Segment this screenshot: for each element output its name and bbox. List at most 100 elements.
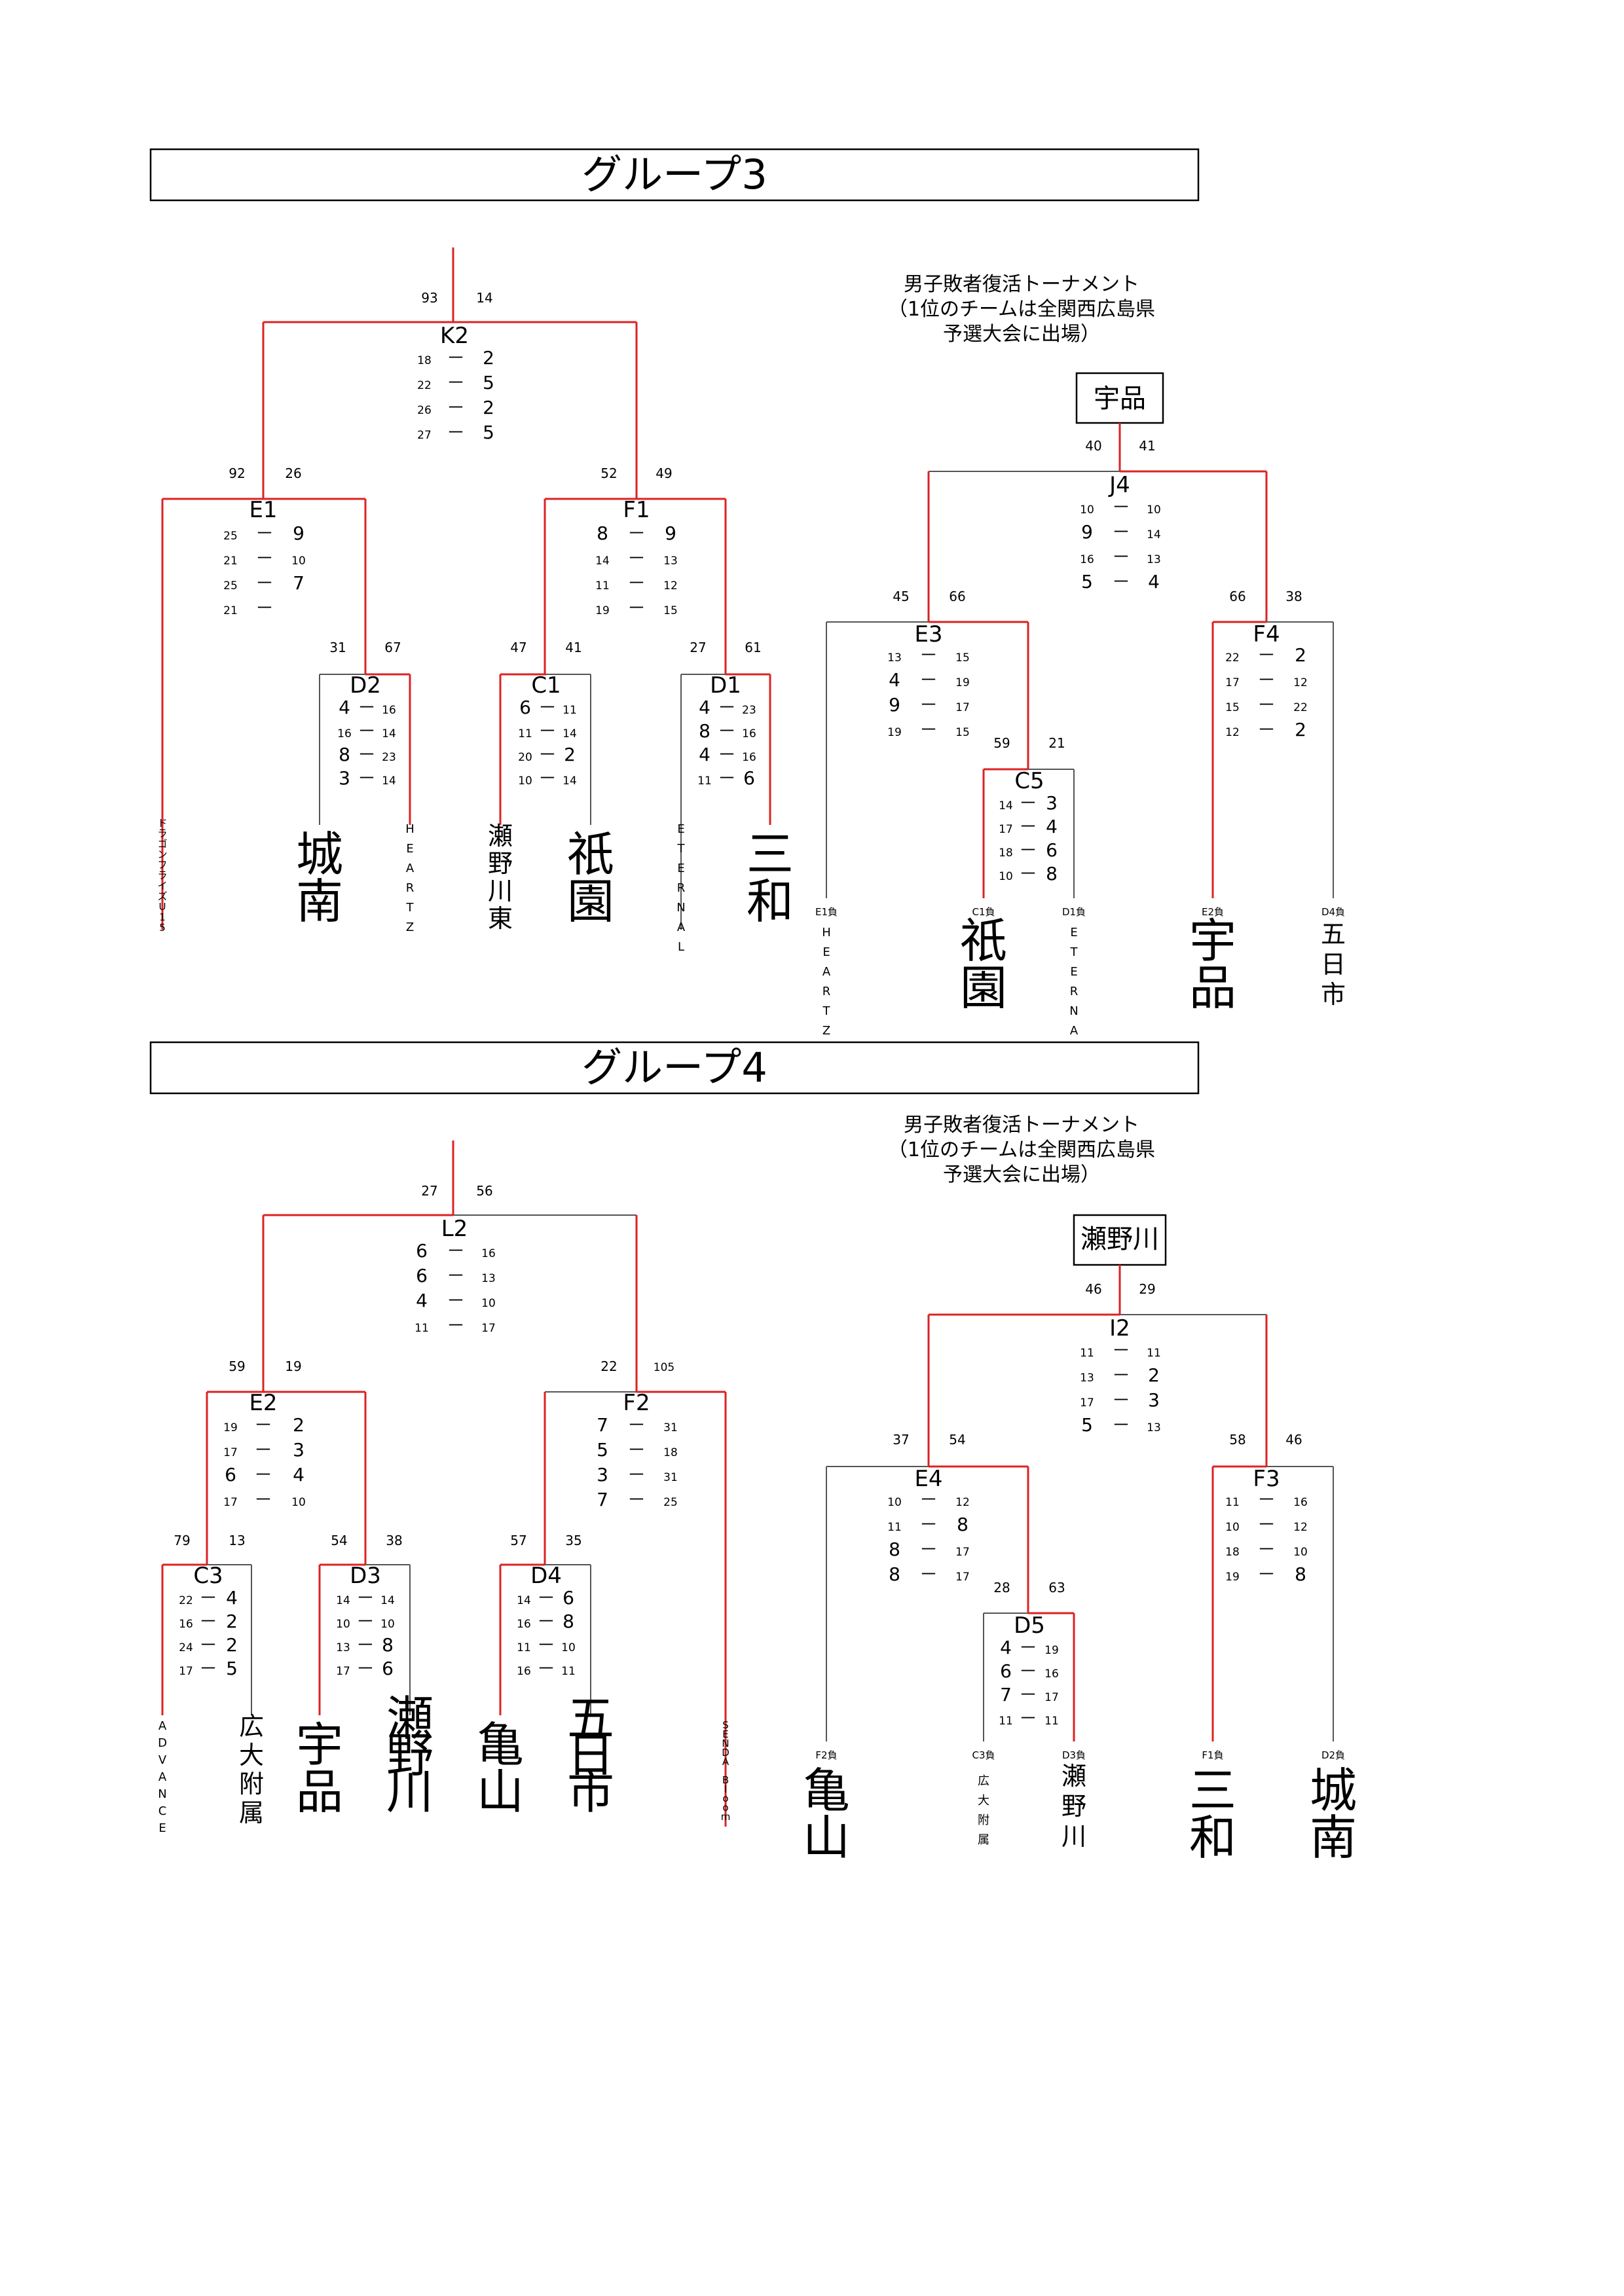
slot-label: E2負 (1202, 906, 1224, 918)
set-score-left: 11 (887, 1521, 902, 1534)
note-line: 男子敗者復活トーナメント (904, 273, 1139, 296)
set-score-right: 10 (1293, 1546, 1308, 1559)
set-score-right: 14 (380, 1594, 395, 1607)
set-score-left: 25 (223, 579, 238, 592)
set-dash: － (1112, 521, 1130, 543)
set-score-right: 4 (1046, 816, 1058, 837)
set-score-right: 17 (955, 1571, 970, 1584)
set-score-left: 17 (1225, 676, 1240, 689)
set-score-left: 17 (999, 823, 1013, 836)
set-score-right: 16 (1293, 1496, 1308, 1509)
set-score-left: 8 (889, 1539, 900, 1560)
set-score-left: 14 (595, 555, 610, 568)
set-score-left: 4 (699, 744, 710, 765)
set-dash: － (538, 697, 557, 718)
set-dash: － (199, 1658, 217, 1679)
set-score-right: 10 (481, 1297, 496, 1310)
set-dash: － (627, 1489, 646, 1510)
set-dash: － (254, 1464, 272, 1485)
group-title-box (149, 148, 1200, 202)
slot-label: D1負 (1062, 906, 1086, 918)
set-score-left: 8 (339, 744, 350, 765)
set-score-right: 2 (226, 1634, 238, 1656)
set-score-left: 26 (417, 404, 432, 417)
set-score-right: 31 (663, 1471, 678, 1484)
score: 19 (285, 1358, 301, 1374)
root-score: 29 (1139, 1281, 1155, 1297)
match-id: C1 (531, 672, 561, 699)
set-score-right: 2 (483, 397, 494, 418)
set-dash: － (1257, 669, 1276, 691)
set-dash: － (254, 1414, 272, 1436)
set-score-left: 16 (517, 1618, 531, 1631)
set-score-right: 19 (955, 676, 970, 689)
set-score-left: 17 (1080, 1396, 1094, 1410)
set-score-left: 20 (518, 751, 532, 764)
set-score-right: 14 (382, 774, 396, 788)
score: 13 (229, 1533, 245, 1548)
set-score-right: 14 (382, 727, 396, 740)
set-dash: － (447, 372, 465, 393)
set-score-right: 14 (563, 774, 577, 788)
set-dash: － (919, 669, 938, 691)
set-dash: － (919, 1489, 938, 1510)
set-score-left: 19 (1225, 1571, 1240, 1584)
set-score-right: 17 (955, 701, 970, 714)
set-score-right: 13 (481, 1272, 496, 1285)
set-score-left: 11 (1080, 1347, 1094, 1360)
set-dash: － (255, 522, 274, 544)
set-score-right: 8 (563, 1611, 574, 1632)
set-score-right: 12 (1293, 1521, 1308, 1534)
set-dash: － (1112, 1339, 1130, 1361)
set-dash: － (919, 694, 938, 716)
set-score-right: 17 (481, 1322, 496, 1335)
set-dash: － (919, 1539, 938, 1560)
match-id: F3 (1253, 1466, 1280, 1492)
set-score-right: 2 (564, 744, 576, 765)
set-score-left: 19 (595, 604, 610, 617)
set-score-right: 16 (742, 751, 756, 764)
set-score-right: 18 (663, 1446, 678, 1459)
set-score-left: 10 (1225, 1521, 1240, 1534)
set-dash: － (627, 572, 646, 594)
score: 52 (600, 465, 617, 481)
set-score-left: 19 (887, 726, 902, 739)
set-score-right: 3 (1046, 792, 1058, 814)
root-score: 14 (476, 290, 492, 306)
score: 26 (285, 465, 301, 481)
match-id: E1 (249, 497, 277, 523)
set-score-right: 11 (561, 1665, 576, 1678)
set-dash: － (1019, 863, 1037, 884)
set-score-left: 17 (223, 1446, 238, 1459)
set-dash: － (537, 1634, 555, 1656)
score: 35 (565, 1533, 581, 1548)
group-title: グループ3 (581, 151, 767, 198)
match-id: E4 (914, 1466, 942, 1492)
match-id: D2 (350, 672, 381, 699)
set-score-right: 13 (663, 555, 678, 568)
set-score-right: 16 (742, 727, 756, 740)
set-score-right: 2 (1295, 644, 1306, 666)
set-score-left: 4 (1000, 1637, 1012, 1658)
score: 31 (329, 640, 346, 655)
set-dash: － (1257, 644, 1276, 666)
slot-label: D3負 (1062, 1749, 1086, 1761)
team-name: 亀山 (477, 1717, 524, 1819)
set-dash: － (538, 720, 557, 742)
score: 21 (1048, 735, 1065, 751)
set-score-left: 10 (887, 1496, 902, 1509)
set-dash: － (1112, 1364, 1130, 1386)
set-dash: － (1257, 1563, 1276, 1585)
set-score-right: 6 (382, 1658, 394, 1679)
set-score-right: 11 (563, 704, 577, 717)
root-score: 27 (421, 1183, 437, 1199)
root-score: 46 (1085, 1281, 1101, 1297)
set-score-left: 6 (1000, 1660, 1012, 1682)
set-score-left: 4 (699, 697, 710, 718)
set-dash: － (358, 767, 376, 789)
root-score: 56 (476, 1183, 492, 1199)
score: 38 (1285, 589, 1302, 604)
set-score-left: 25 (223, 530, 238, 543)
set-score-right: 5 (226, 1658, 238, 1679)
